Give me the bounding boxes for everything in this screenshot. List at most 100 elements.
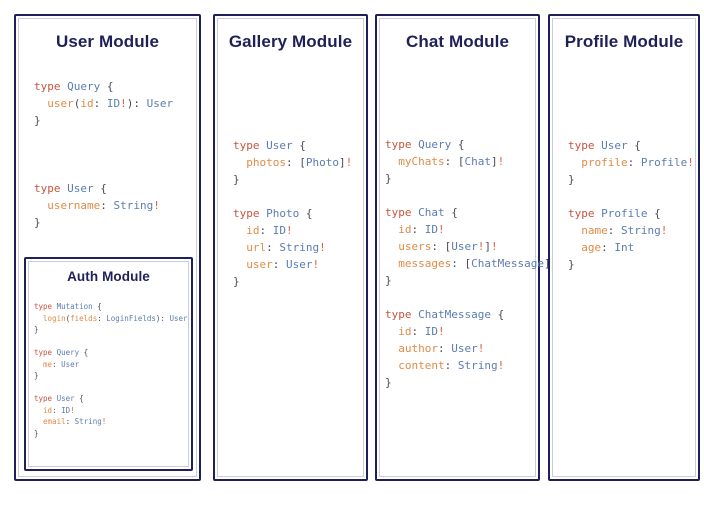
code-token: ! [70, 405, 75, 415]
code-token: user [246, 258, 273, 271]
code-token: id [80, 97, 94, 110]
code-token: : [438, 342, 452, 355]
code-line: user: User! [233, 256, 352, 273]
code-token: String [113, 199, 154, 212]
panel-profile-module[interactable]: Profile Module type User { profile: Prof… [548, 14, 700, 481]
code-token: : [ [286, 156, 306, 169]
code-token: type [34, 394, 53, 403]
panel-chat-module[interactable]: Chat Module type Query { myChats: [Chat]… [375, 14, 557, 481]
code-token: : [411, 325, 425, 338]
code-token: : [411, 223, 425, 236]
code-line: content: String! [385, 357, 557, 374]
code-line-blank [568, 188, 694, 205]
code-token: } [568, 173, 575, 186]
code-token: { [92, 302, 102, 311]
code-token: : [65, 417, 75, 426]
code-token [568, 156, 581, 169]
code-token [385, 155, 398, 168]
code-token [568, 241, 581, 254]
code-token: : [97, 313, 107, 323]
code-token: type [385, 138, 412, 151]
code-token: User [451, 342, 478, 355]
code-token: String [457, 359, 498, 372]
code-line: profile: Profile! [568, 154, 694, 171]
panel-auth-module[interactable]: Auth Module type Mutation { login(fields… [24, 257, 193, 471]
code-token: author [398, 342, 438, 355]
code-token: Query [56, 348, 80, 357]
code-token: type [385, 308, 412, 321]
code-token: User [286, 258, 313, 271]
code-token: : [100, 199, 114, 212]
code-line: username: String! [34, 197, 173, 214]
code-line-blank [385, 187, 557, 204]
code-token: ChatMessage [418, 308, 491, 321]
code-token: : [52, 405, 62, 415]
code-token: Query [67, 80, 101, 93]
code-token: : [93, 97, 107, 110]
code-token: } [385, 376, 392, 389]
code-token: type [34, 302, 53, 311]
code-token: User [67, 182, 94, 195]
code-token: Mutation [56, 302, 93, 311]
code-line-blank [34, 146, 173, 163]
code-token: } [385, 172, 392, 185]
code-token: content [398, 359, 445, 372]
code-line: myChats: [Chat]! [385, 153, 557, 170]
code-token: name [581, 224, 608, 237]
code-line: type User { [233, 137, 352, 154]
code-token [385, 325, 398, 338]
code-line: } [385, 170, 557, 187]
code-token: me [43, 359, 53, 369]
code-token [385, 223, 398, 236]
code-line: users: [User!]! [385, 238, 557, 255]
code-line: id: ID! [385, 221, 557, 238]
code-token: ] [544, 257, 551, 270]
code-token: ! [345, 156, 353, 169]
code-token: : [259, 224, 273, 237]
code-token: } [34, 325, 39, 334]
code-token: : [52, 359, 62, 369]
code-line: } [568, 171, 694, 188]
code-token [385, 240, 398, 253]
code-token: } [34, 216, 41, 229]
code-line-blank [34, 382, 188, 394]
code-line: type Query { [385, 136, 557, 153]
code-token: ID [272, 224, 286, 237]
panel-gallery-module[interactable]: Gallery Module type User { photos: [Phot… [213, 14, 368, 481]
code-line: } [34, 428, 188, 440]
code-token [233, 156, 246, 169]
code-token: User [61, 359, 80, 369]
panel-title-auth-module: Auth Module [67, 269, 150, 284]
code-token: type [34, 182, 61, 195]
code-token: { [74, 394, 84, 403]
code-token: type [385, 206, 412, 219]
panel-user-module[interactable]: User Module type Query { user(id: ID!): … [14, 14, 201, 481]
code-token [568, 224, 581, 237]
code-token: ! [438, 223, 445, 236]
code-token: ! [497, 155, 505, 168]
code-token: Photo [266, 207, 300, 220]
code-token: ! [491, 240, 498, 253]
code-line: email: String! [34, 416, 188, 428]
code-line: type User { [34, 180, 173, 197]
code-token: { [444, 206, 458, 219]
code-line: type ChatMessage { [385, 306, 557, 323]
code-token: { [490, 308, 505, 321]
code-token: { [93, 182, 107, 195]
code-token: fields [70, 313, 98, 323]
code-line: type Profile { [568, 205, 694, 222]
code-token [233, 241, 246, 254]
panel-title-user-module: User Module [55, 32, 160, 51]
code-token: photos [246, 156, 286, 169]
code-token: ! [497, 359, 505, 372]
panel-title-gallery-module: Gallery Module [228, 32, 353, 51]
code-line: } [233, 273, 352, 290]
code-token: Profile [601, 207, 648, 220]
panel-title-profile-module: Profile Module [564, 32, 684, 51]
code-token: Photo [305, 156, 339, 169]
code-token: url [246, 241, 267, 254]
code-token: String [74, 417, 102, 426]
code-token: } [233, 173, 240, 186]
code-token [34, 97, 47, 110]
code-token: ID [61, 405, 71, 415]
